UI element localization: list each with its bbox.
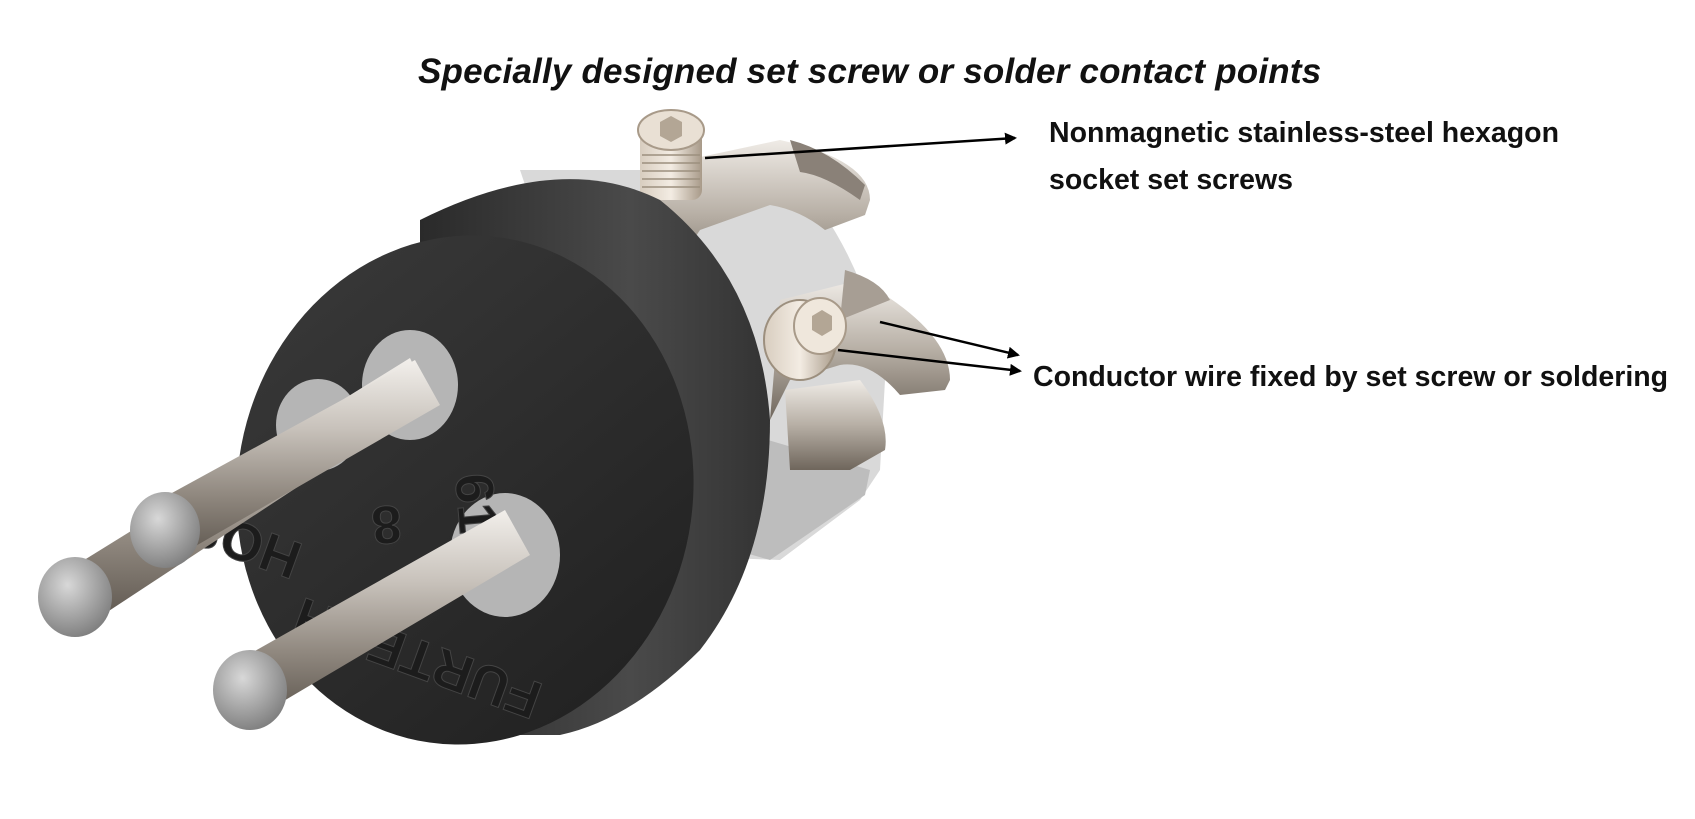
arrow-conductor-wire-lower	[837, 348, 1022, 376]
conductor-wire-callout-label: Conductor wire fixed by set screw or sol…	[1033, 361, 1669, 393]
set-screw-middle	[763, 297, 847, 381]
face-marking-8: 8	[369, 493, 404, 555]
set-screw-callout-label: Nonmagnetic stainless-steel hexagon sock…	[1049, 110, 1559, 204]
pin-middle	[130, 360, 440, 568]
arrow-set-screw	[704, 132, 1017, 160]
arrow-conductor-wire-upper	[879, 320, 1020, 359]
contact-cup-bottom	[785, 380, 886, 470]
callout-arrows	[704, 132, 1022, 376]
face-marking-61: 61	[443, 471, 508, 536]
set-screw-top	[637, 109, 705, 200]
pin-bottom	[213, 510, 530, 730]
set-screw-callout-line-1: Nonmagnetic stainless-steel hexagon	[1049, 117, 1559, 149]
diagram-title: Specially designed set screw or solder c…	[418, 52, 1322, 91]
set-screw-callout-line-2: socket set screws	[1049, 164, 1293, 196]
